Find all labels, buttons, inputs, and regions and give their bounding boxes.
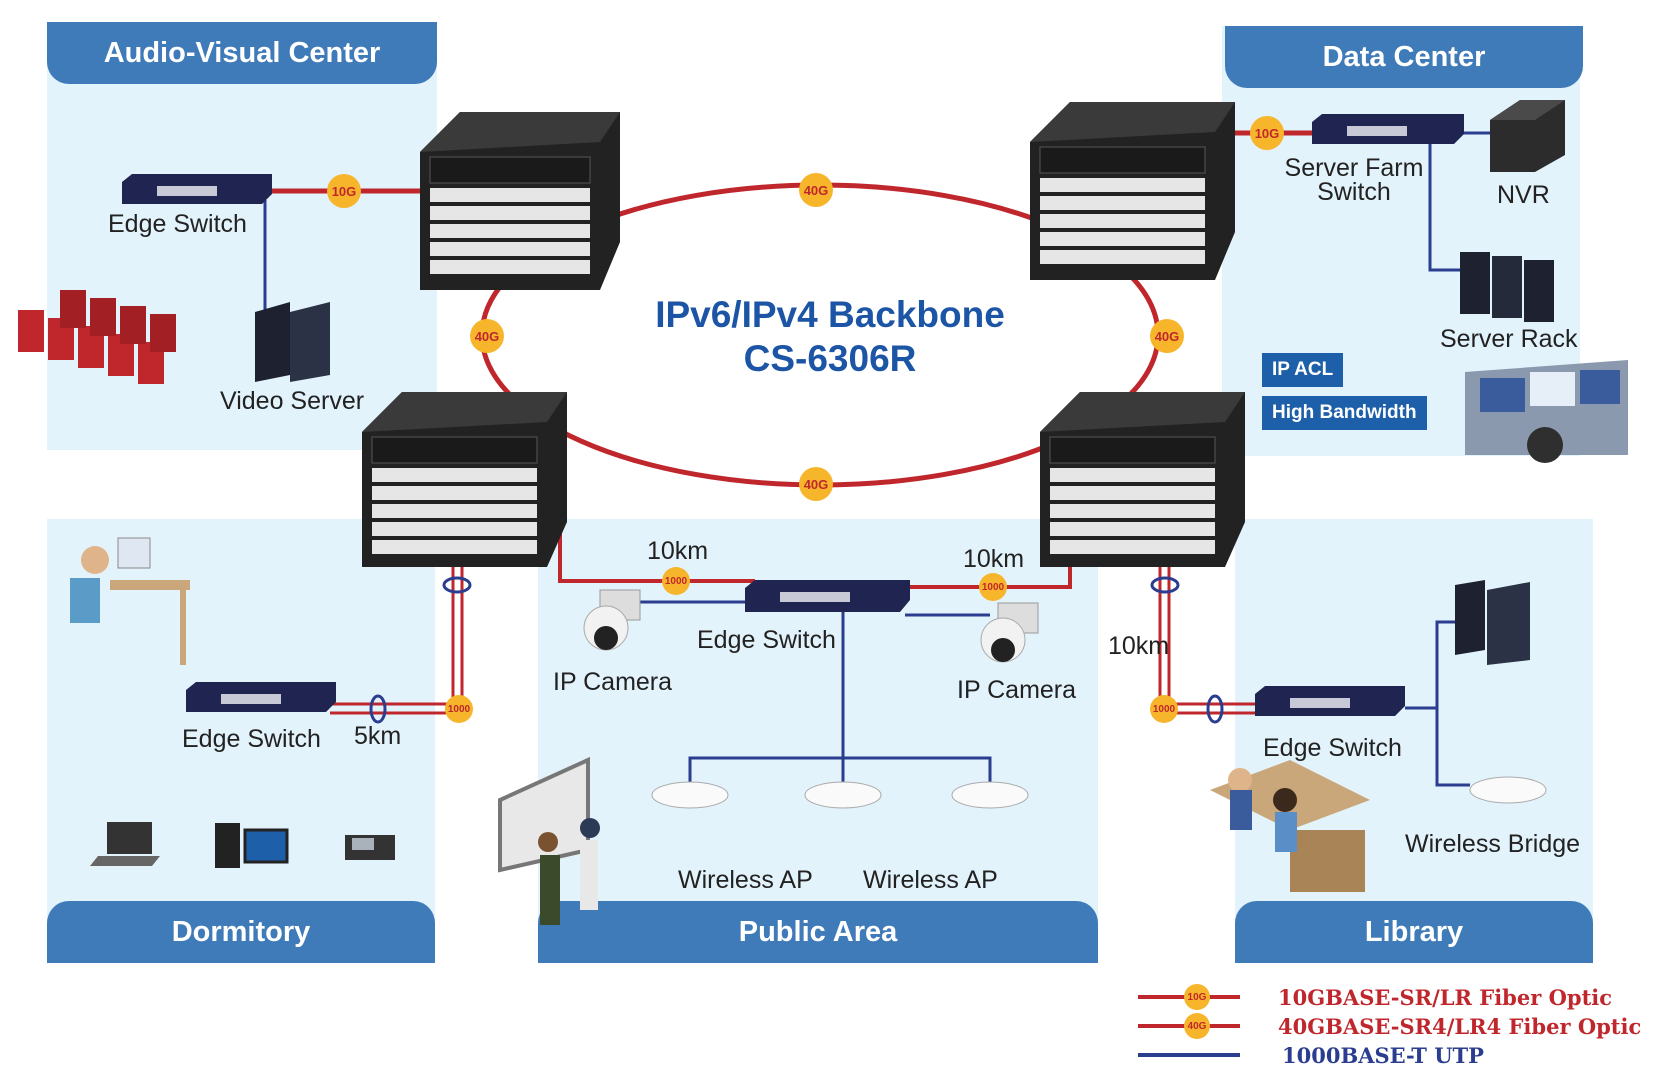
- link-lib-server: [1405, 620, 1458, 710]
- link-lib-bridge: [1435, 708, 1470, 787]
- core-switch-bottom-left: [362, 392, 567, 567]
- label-distance-library: 10km: [1108, 632, 1170, 660]
- label-server-farm-switch-line2: Switch: [1317, 178, 1391, 206]
- whiteboard-users-icon: [498, 756, 600, 925]
- badge-1000-dorm: 1000: [445, 695, 473, 723]
- badge-10g-av: 10G: [327, 174, 361, 208]
- library-readers-icon: [1210, 760, 1370, 892]
- backbone-title-line1: IPv6/IPv4 Backbone: [655, 294, 1005, 335]
- label-wireless-ap-1: Wireless AP: [678, 866, 813, 894]
- badge-40g-right: 40G: [1150, 319, 1184, 353]
- zone-title-audio-visual: Audio-Visual Center: [47, 22, 437, 84]
- ip-acl-tag: IP ACL: [1262, 353, 1344, 387]
- wireless-ap-3-icon: [951, 781, 1029, 809]
- ip-phone-icon: [345, 835, 395, 860]
- backbone-title-line2: CS-6306R: [743, 338, 917, 379]
- fiber-loop-dorm-2: [369, 694, 387, 724]
- fiber-loop-lib: [1150, 576, 1180, 594]
- link-farm-rack: [1428, 142, 1460, 272]
- label-video-server: Video Server: [220, 387, 365, 415]
- desk-student-icon: [70, 537, 190, 665]
- badge-40g-left: 40G: [470, 319, 504, 353]
- high-bandwidth-tag: High Bandwidth: [1262, 396, 1427, 430]
- label-library-edge-switch: Edge Switch: [1263, 734, 1402, 762]
- audience-icon: [18, 290, 176, 384]
- edge-switch-dorm: [186, 682, 336, 712]
- ip-camera-right-icon: [980, 602, 1039, 663]
- backbone-title: IPv6/IPv4 Backbone CS-6306R: [600, 293, 1060, 381]
- zone-title-data-center: Data Center: [1225, 26, 1583, 88]
- core-switch-top-right: [1030, 102, 1235, 280]
- legend-text-utp: 1000BASE-T UTP: [1282, 1043, 1484, 1068]
- badge-10g-dc: 10G: [1250, 116, 1284, 150]
- server-farm-switch: [1312, 114, 1464, 144]
- library-server-icon: [1455, 580, 1530, 665]
- core-switch-bottom-right: [1040, 392, 1245, 567]
- label-av-edge-switch: Edge Switch: [108, 210, 247, 238]
- label-wireless-bridge: Wireless Bridge: [1405, 830, 1581, 858]
- ip-camera-left-icon: [583, 589, 641, 651]
- legend-badge-10g: 10G: [1184, 984, 1210, 1010]
- zone-title-library: Library: [1235, 901, 1593, 963]
- link-public-left: [558, 520, 755, 583]
- edge-switch-library: [1255, 686, 1405, 716]
- label-server-rack: Server Rack: [1440, 325, 1578, 353]
- wireless-ap-2-icon: [804, 781, 882, 809]
- legend-text-10g: 10GBASE-SR/LR Fiber Optic: [1278, 985, 1613, 1010]
- link-ap-branch: [688, 756, 992, 782]
- zone-title-public-area: Public Area: [538, 901, 1098, 963]
- desktop-pc-icon: [215, 823, 289, 868]
- wireless-bridge-icon: [1469, 776, 1547, 804]
- legend-text-40g: 40GBASE-SR4/LR4 Fiber Optic: [1278, 1014, 1642, 1039]
- edge-switch-public: [745, 580, 910, 612]
- audio-visual-zone: [47, 22, 437, 450]
- server-rack-icon: [1460, 252, 1554, 322]
- badge-1000-public-left: 1000: [662, 567, 690, 595]
- laptop-icon: [90, 822, 160, 866]
- video-server-icon: [255, 302, 330, 382]
- nvr-icon: [1490, 100, 1565, 172]
- badge-1000-library: 1000: [1150, 695, 1178, 723]
- label-dorm-distance: 5km: [354, 722, 402, 750]
- badge-40g-bottom: 40G: [799, 467, 833, 501]
- zone-title-dormitory: Dormitory: [47, 901, 435, 963]
- badge-1000-public-right: 1000: [979, 573, 1007, 601]
- fiber-loop-dorm: [442, 576, 472, 594]
- label-distance-right: 10km: [963, 545, 1025, 573]
- label-wireless-ap-2: Wireless AP: [863, 866, 998, 894]
- fiber-loop-lib-2: [1206, 694, 1224, 724]
- wireless-ap-1-icon: [651, 781, 729, 809]
- core-switch-top-left: [420, 112, 620, 290]
- label-nvr: NVR: [1497, 181, 1550, 209]
- label-distance-left: 10km: [647, 537, 709, 565]
- dormitory-zone: [47, 519, 435, 961]
- label-ip-camera-left: IP Camera: [553, 668, 673, 696]
- control-room-icon: [1465, 360, 1628, 463]
- label-dorm-edge-switch: Edge Switch: [182, 725, 321, 753]
- label-public-edge-switch: Edge Switch: [697, 626, 836, 654]
- badge-40g-top: 40G: [799, 173, 833, 207]
- edge-switch-av: [122, 174, 272, 204]
- label-ip-camera-right: IP Camera: [957, 676, 1077, 704]
- legend-badge-40g: 40G: [1184, 1013, 1210, 1039]
- label-server-farm-switch: Server Farm Switch: [1275, 154, 1433, 206]
- label-server-farm-switch-line1: Server Farm: [1284, 154, 1424, 182]
